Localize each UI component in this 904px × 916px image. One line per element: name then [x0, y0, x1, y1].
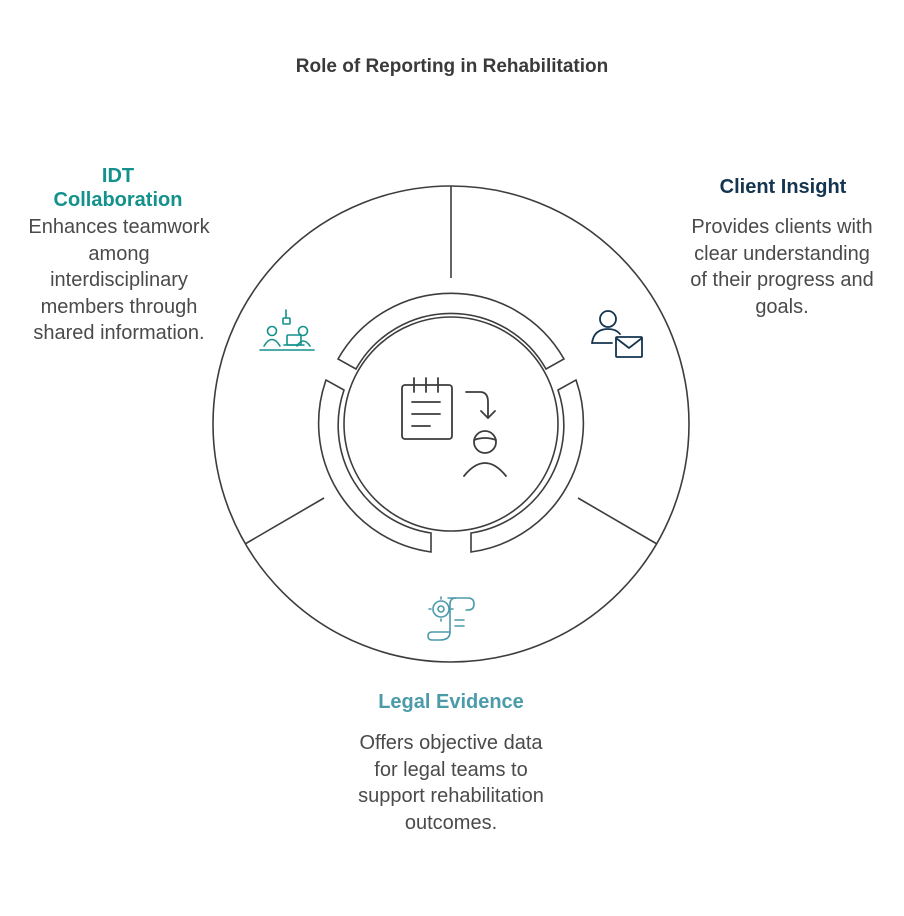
report-to-client-icon	[401, 377, 507, 477]
segment-heading-client-insight: Client Insight	[719, 176, 847, 198]
segment-heading-legal-evidence: Legal Evidence	[378, 691, 524, 713]
inner-arc-top	[336, 292, 566, 371]
segment-description-idt-collaboration: Enhances teamwork among interdisciplinar…	[28, 216, 210, 344]
user-message-icon	[591, 310, 643, 358]
segment-description-legal-evidence: Offers objective data for legal teams to…	[358, 732, 544, 834]
team-collaboration-icon	[259, 309, 315, 351]
diagram-title: Role of Reporting in Rehabilitation	[295, 56, 609, 77]
center-circle	[343, 316, 559, 532]
outer-divider-left	[244, 497, 325, 545]
segment-description-client-insight: Provides clients with clear understandin…	[690, 216, 874, 318]
segment-heading-idt-collaboration: IDT Collaboration	[53, 165, 183, 211]
inner-arc-right	[470, 378, 585, 553]
legal-document-icon	[427, 596, 475, 641]
outer-divider-right	[577, 497, 658, 545]
inner-arc-left	[317, 378, 432, 553]
